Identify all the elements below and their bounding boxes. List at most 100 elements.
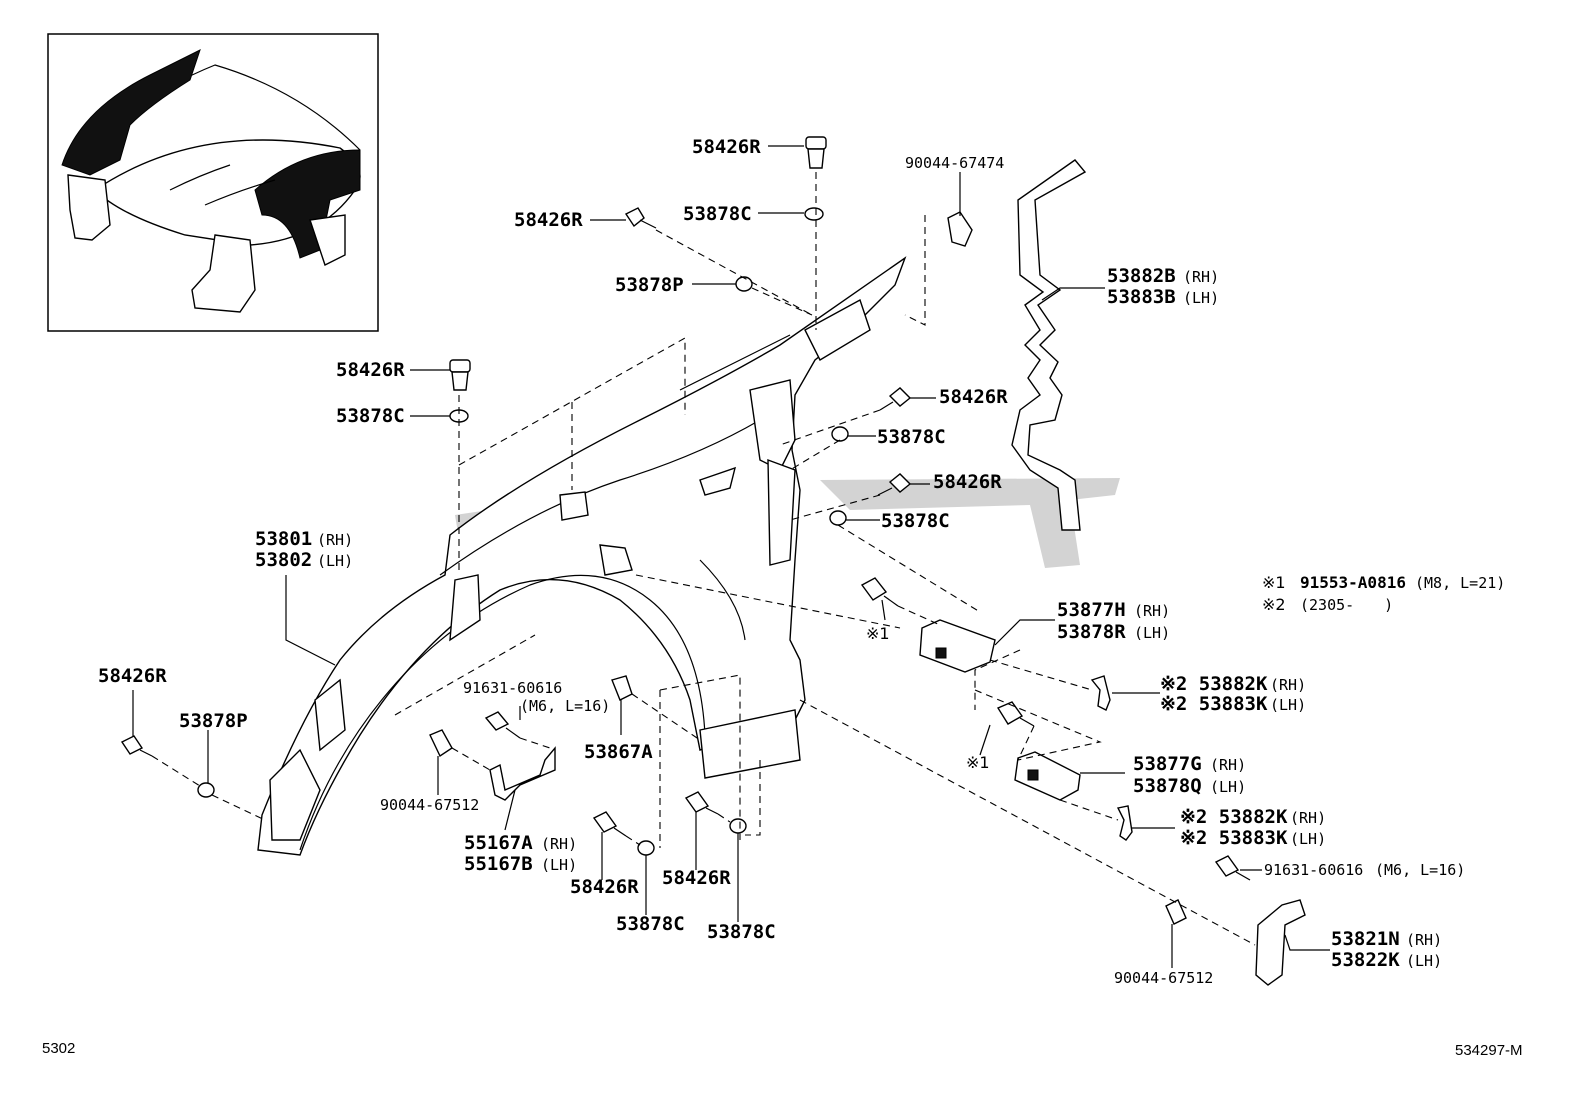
label-53882K-1: ※2 53882K [1160, 673, 1268, 695]
leader-lines [132, 145, 1330, 968]
note1-mark: ※1 [1262, 573, 1286, 592]
label-53802-side: (LH) [317, 552, 353, 570]
fasteners [120, 136, 1306, 986]
washer-53878C-top [804, 207, 824, 221]
label-53802: 53802 [255, 549, 312, 571]
nut-53878C-b2 [729, 818, 747, 834]
clip-53882K-1 [1090, 675, 1111, 711]
label-53883K-2: ※2 53883K [1180, 827, 1288, 849]
label-53821N: 53821N [1331, 928, 1400, 950]
label-53878P-mid: 53878P [615, 274, 684, 296]
notes-legend: ※1 91553-A0816 (M8, L=21) ※2 (2305- ) [1262, 573, 1505, 614]
figure-code: 534297-M [1455, 1042, 1523, 1059]
label-58426R-right2: 58426R [933, 471, 1002, 493]
clip-90044-67512-right [1165, 899, 1187, 925]
bolt-m8-mark1-a [860, 577, 899, 607]
footer: 5302 534297-M [42, 1040, 1523, 1059]
label-53882K-1-side: (RH) [1270, 676, 1306, 694]
note2-mark: ※2 [1262, 595, 1286, 614]
label-53801-side: (RH) [317, 531, 353, 549]
label-53882K-2-side: (RH) [1290, 809, 1326, 827]
bracket-55167A [489, 746, 556, 801]
label-58426R-top: 58426R [692, 136, 761, 158]
fender-liner-53801 [257, 256, 907, 856]
label-91631-spec-right: (M6, L=16) [1375, 861, 1465, 879]
label-53877H-side: (RH) [1134, 602, 1170, 620]
label-90044-67512-right: 90044-67512 [1114, 969, 1213, 987]
label-90044-67512-left: 90044-67512 [380, 796, 479, 814]
label-58426R-a: 58426R [336, 359, 405, 381]
clip-58426R-left [449, 359, 471, 391]
assembly-lines [151, 172, 1256, 946]
label-53822K-side: (LH) [1406, 952, 1442, 970]
bolt-m8-mark1-b [996, 701, 1035, 727]
label-58426R-b1: 58426R [570, 876, 639, 898]
label-53877H: 53877H [1057, 599, 1126, 621]
label-55167B-side: (LH) [541, 856, 577, 874]
nut-53878C-right2 [829, 510, 847, 526]
nut-53878C-right1 [831, 426, 849, 442]
clip-90044-67512-left [429, 729, 453, 758]
clip-53867A [611, 675, 633, 701]
label-91631-spec: (M6, L=16) [520, 697, 610, 715]
label-53878C-a: 53878C [336, 405, 405, 427]
note1-spec: (M8, L=21) [1415, 574, 1505, 592]
label-53883K-1-side: (LH) [1270, 696, 1306, 714]
label-53878R: 53878R [1057, 621, 1126, 643]
bracket-53821N [1255, 899, 1306, 986]
label-53883B-side: (LH) [1183, 289, 1219, 307]
label-53878C-b1: 53878C [616, 913, 685, 935]
label-53878Q-side: (LH) [1210, 778, 1246, 796]
label-53878R-side: (LH) [1134, 624, 1170, 642]
nut-53878P-far-left [197, 782, 215, 798]
nut-53878P-top [735, 276, 753, 292]
label-91631-60616-right: 91631-60616 [1264, 861, 1363, 879]
label-53878C-right2: 53878C [881, 510, 950, 532]
label-53877G-side: (RH) [1210, 756, 1246, 774]
label-55167B: 55167B [464, 853, 533, 875]
bolt-58426R-top [624, 207, 657, 229]
label-58426R-far: 58426R [98, 665, 167, 687]
bolt-58426R-far-left [120, 735, 153, 757]
note2-text: (2305- ) [1300, 596, 1393, 614]
label-58426R-left: 58426R [514, 209, 583, 231]
label-53878C-right1: 53878C [877, 426, 946, 448]
bolt-58426R-right1 [879, 387, 912, 411]
label-53867A: 53867A [584, 741, 653, 763]
label-53801: 53801 [255, 528, 312, 550]
page-code: 5302 [42, 1040, 75, 1057]
label-53882B-side: (RH) [1183, 268, 1219, 286]
callout-labels: 58426R 53878C 58426R 53878P 90044-67474 … [98, 136, 1465, 987]
note1-part: 91553-A0816 [1300, 573, 1406, 592]
label-53883K-2-side: (LH) [1290, 830, 1326, 848]
label-53878Q: 53878Q [1133, 775, 1202, 797]
clip-58426R-top [805, 136, 827, 169]
label-53883B: 53883B [1107, 286, 1176, 308]
label-53878P-far: 53878P [179, 710, 248, 732]
label-53822K: 53822K [1331, 949, 1400, 971]
label-90044-67474: 90044-67474 [905, 154, 1004, 172]
label-58426R-b2: 58426R [662, 867, 731, 889]
label-mark1-b: ※1 [966, 753, 990, 772]
label-91631-60616: 91631-60616 [463, 679, 562, 697]
nut-53878C-b1 [637, 840, 655, 856]
label-53878C-b2: 53878C [707, 921, 776, 943]
label-58426R-right1: 58426R [939, 386, 1008, 408]
clip-53882K-2 [1116, 805, 1133, 841]
label-53877G: 53877G [1133, 753, 1202, 775]
brace-53882B [1011, 159, 1087, 531]
bolt-58426R-b2 [684, 791, 719, 815]
label-mark1-a: ※1 [866, 624, 890, 643]
bolt-91631-60616-left [484, 711, 521, 739]
label-53882B: 53882B [1107, 265, 1176, 287]
bolt-91631-60616-right [1214, 855, 1251, 881]
label-55167A-side: (RH) [541, 835, 577, 853]
bracket-53877H [919, 619, 996, 673]
bolt-58426R-b1 [592, 811, 627, 837]
vehicle-overview-inset [47, 33, 379, 332]
bracket-53877G [1014, 751, 1081, 801]
label-53883K-1: ※2 53883K [1160, 693, 1268, 715]
clip-90044-67474 [947, 211, 973, 247]
label-53878C-top: 53878C [683, 203, 752, 225]
